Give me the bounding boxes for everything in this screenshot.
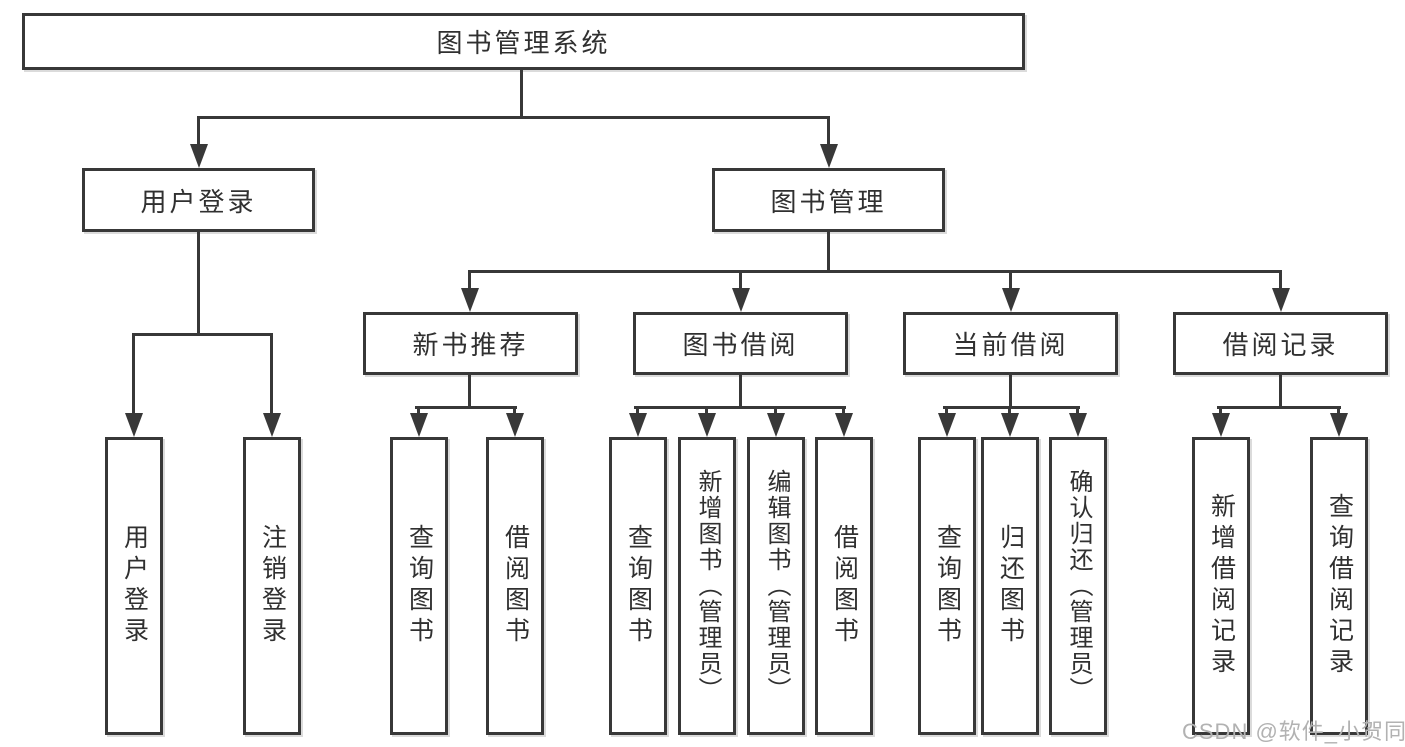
arrow-down-icon bbox=[767, 413, 785, 437]
connector-line bbox=[1008, 406, 1011, 416]
connector-line bbox=[739, 375, 742, 408]
connector-line bbox=[415, 406, 517, 409]
leaf-return-books: 归还图书 bbox=[981, 437, 1039, 735]
node-user-login: 用户登录 bbox=[82, 168, 315, 232]
connector-line bbox=[513, 406, 516, 416]
arrow-down-icon bbox=[125, 413, 143, 437]
node-current-borrowing: 当前借阅 bbox=[903, 312, 1118, 375]
csdn-watermark: CSDN @软件_小贺同学 bbox=[1182, 719, 1405, 744]
connector-line bbox=[417, 406, 420, 416]
connector-line bbox=[1219, 406, 1222, 416]
connector-line bbox=[634, 406, 846, 409]
connector-line bbox=[132, 333, 273, 336]
arrow-down-icon bbox=[190, 144, 208, 168]
connector-line bbox=[827, 116, 830, 146]
connector-line bbox=[132, 333, 135, 415]
arrow-down-icon bbox=[263, 413, 281, 437]
arrow-down-icon bbox=[506, 413, 524, 437]
arrow-down-icon bbox=[1069, 413, 1087, 437]
connector-line bbox=[636, 406, 639, 416]
node-book-management: 图书管理 bbox=[712, 168, 945, 232]
connector-line bbox=[468, 375, 471, 408]
leaf-edit-books-admin: 编辑图书（管理员） bbox=[747, 437, 805, 735]
leaf-query-borrow-record: 查询借阅记录 bbox=[1310, 437, 1368, 735]
connector-line bbox=[945, 406, 948, 416]
connector-line bbox=[842, 406, 845, 416]
node-new-book-recommend: 新书推荐 bbox=[363, 312, 578, 375]
arrow-down-icon bbox=[732, 288, 750, 312]
connector-line bbox=[705, 406, 708, 416]
connector-line bbox=[1009, 375, 1012, 408]
connector-line bbox=[739, 270, 742, 290]
connector-line bbox=[520, 70, 523, 118]
connector-line bbox=[774, 406, 777, 416]
arrow-down-icon bbox=[629, 413, 647, 437]
connector-line bbox=[943, 406, 1080, 409]
leaf-logout: 注销登录 bbox=[243, 437, 301, 735]
connector-line bbox=[1279, 375, 1282, 408]
connector-line bbox=[827, 232, 830, 273]
connector-line bbox=[468, 270, 1282, 273]
connector-line bbox=[1279, 270, 1282, 290]
connector-line bbox=[1217, 406, 1341, 409]
leaf-query-books-borrowing: 查询图书 bbox=[609, 437, 667, 735]
arrow-down-icon bbox=[1001, 413, 1019, 437]
connector-line bbox=[1009, 270, 1012, 290]
connector-line bbox=[1076, 406, 1079, 416]
arrow-down-icon bbox=[698, 413, 716, 437]
leaf-borrow-books-borrowing: 借阅图书 bbox=[815, 437, 873, 735]
arrow-down-icon bbox=[410, 413, 428, 437]
arrow-down-icon bbox=[1330, 413, 1348, 437]
connector-line bbox=[270, 333, 273, 415]
leaf-user-login: 用户登录 bbox=[105, 437, 163, 735]
arrow-down-icon bbox=[1272, 288, 1290, 312]
arrow-down-icon bbox=[461, 288, 479, 312]
node-book-borrowing: 图书借阅 bbox=[633, 312, 848, 375]
node-root-library-system: 图书管理系统 bbox=[22, 13, 1025, 70]
leaf-add-books-admin: 新增图书（管理员） bbox=[678, 437, 736, 735]
connector-line bbox=[197, 232, 200, 336]
leaf-query-books-current: 查询图书 bbox=[918, 437, 976, 735]
connector-line bbox=[1337, 406, 1340, 416]
leaf-query-books-recommend: 查询图书 bbox=[390, 437, 448, 735]
arrow-down-icon bbox=[1212, 413, 1230, 437]
connector-line bbox=[468, 270, 471, 290]
arrow-down-icon bbox=[820, 144, 838, 168]
arrow-down-icon bbox=[938, 413, 956, 437]
arrow-down-icon bbox=[1002, 288, 1020, 312]
leaf-add-borrow-record: 新增借阅记录 bbox=[1192, 437, 1250, 735]
connector-line bbox=[197, 116, 830, 119]
leaf-confirm-return-admin: 确认归还（管理员） bbox=[1049, 437, 1107, 735]
leaf-borrow-books-recommend: 借阅图书 bbox=[486, 437, 544, 735]
node-borrowing-records: 借阅记录 bbox=[1173, 312, 1388, 375]
arrow-down-icon bbox=[835, 413, 853, 437]
connector-line bbox=[197, 116, 200, 146]
